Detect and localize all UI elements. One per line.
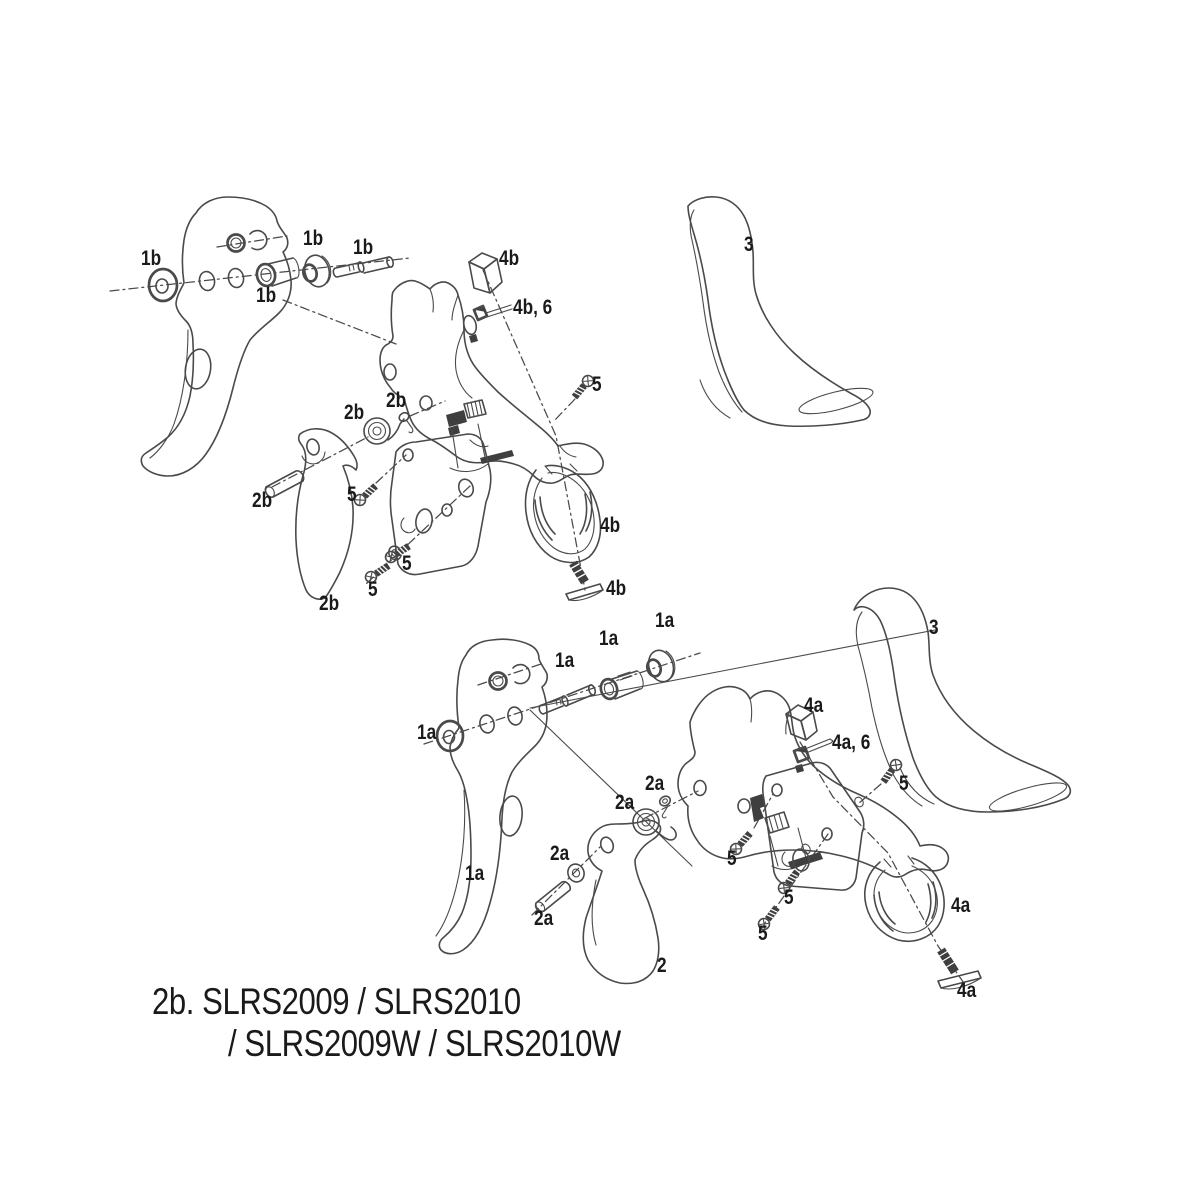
part-label-clip-2b: 2b [386,389,407,412]
part-label-screw-5-mid-a: 5 [784,886,794,909]
set-screw-4a-6 [792,738,834,764]
part-label-screw-5-pair-b: 5 [402,552,412,575]
part-label-clip-2a: 2a [645,772,665,795]
cable-plate-a [761,761,865,891]
hood-3-top [687,196,874,428]
part-label-bushing-1b: 1b [256,284,277,307]
cap-4a [785,704,818,741]
part-label-screw-5-low-b: 5 [368,578,378,601]
cup-washer-1a [645,649,676,683]
part-label-paddle-2: 2 [657,954,667,977]
set-screw-4b-6 [472,304,513,322]
part-label-screw-5-right-a: 5 [899,772,909,795]
part-label-cup-washer-1b: 1b [303,227,324,250]
part-label-paddle-2b: 2b [319,592,340,615]
pin-2a [534,880,571,913]
part-label-set-screw-4b-6: 4b, 6 [513,296,553,319]
pin-2b [264,470,305,498]
clip-2a [658,795,672,819]
caption-line-2: / SLRS2009W / SLRS2010W [228,1023,621,1064]
part-label-spring-2a: 2a [615,791,635,814]
part-label-set-screw-4a-6: 4a, 6 [832,731,871,754]
part-label-clamp-bolt-4b: 4b [606,577,627,600]
part-label-bushing-1a: 1a [599,627,619,650]
part-label-washer-2a: 2a [550,842,570,865]
pivot-pin-1a [538,684,597,715]
part-label-pin-2a: 2a [534,907,554,930]
part-label-spring-2b: 2b [344,401,365,424]
part-label-screw-5-low-a: 5 [758,922,768,945]
brake-lever-1a [435,638,549,955]
handlebar-clamp-4b [524,463,602,564]
part-label-hood-3-top: 3 [744,233,754,256]
cup-washer-1b [301,254,332,288]
cap-4b [468,252,503,294]
part-label-pivot-pin-1b: 1b [353,236,374,259]
part-label-screw-5-top-b: 5 [592,373,602,396]
part-label-clamp-bolt-4a: 4a [957,979,977,1002]
pivot-pin-1b [332,256,394,278]
part-label-pivot-pin-1a: 1a [555,649,575,672]
part-label-clamp-4b: 4b [600,514,621,537]
washer-1a [435,719,465,753]
part-label-clamp-4a: 4a [951,894,971,917]
brake-lever-1b [140,196,292,477]
part-label-cap-4a: 4a [804,694,824,717]
clamp-bolt-4a [937,947,982,990]
bottom-assembly [423,587,1072,990]
cable-plate-b [389,433,492,576]
washer-1b [147,267,179,303]
shift-paddle-2b [295,428,358,600]
bushing-1a [599,670,644,701]
clamp-bolt-4b [565,560,604,602]
part-label-washer-1a: 1a [417,721,437,744]
shift-paddle-2 [582,819,662,985]
part-label-cap-4b: 4b [499,247,520,270]
shifter-body-a [677,685,950,878]
part-label-screw-5-mid-b: 5 [347,483,357,506]
spring-2a [632,808,677,841]
hood-3-bottom [853,587,1072,813]
part-label-washer-1b: 1b [141,247,162,270]
bottom-construction-lines [423,629,967,987]
shifter-body-b [379,279,604,484]
clip-2b [398,411,414,434]
part-label-cup-washer-1a: 1a [655,609,675,632]
bushing-1b [255,257,300,288]
caption-line-1: 2b. SLRS2009 / SLRS2010 [152,981,521,1022]
part-label-pin-2b: 2b [252,489,273,512]
part-label-hood-3-bottom: 3 [929,616,939,639]
part-label-screw-5-left-a: 5 [727,847,737,870]
top-assembly [109,196,874,602]
washer-2a [567,863,585,883]
part-label-lever-blade-1a: 1a [465,862,485,885]
spring-2b [363,417,405,445]
handlebar-clamp-4a [864,855,945,942]
